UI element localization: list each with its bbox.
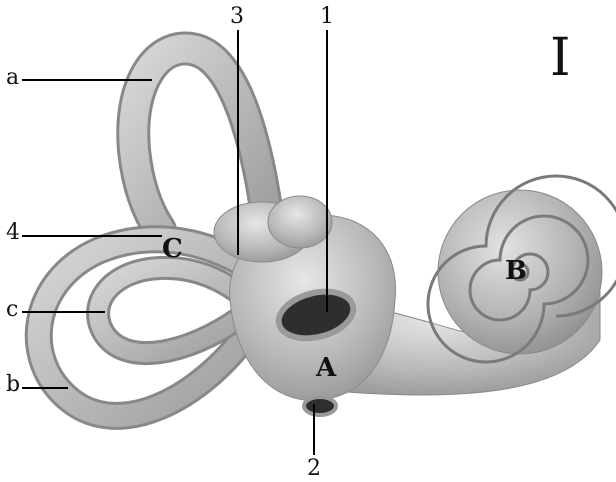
region-label-a: A	[316, 355, 336, 381]
round-window	[304, 397, 336, 415]
region-label-b: B	[505, 258, 527, 284]
region-label-c: C	[162, 236, 183, 262]
figure-numeral: I	[550, 32, 571, 84]
label-a: a	[6, 67, 19, 89]
label-1: 1	[320, 6, 334, 28]
label-b: b	[6, 374, 20, 396]
label-3: 3	[230, 6, 244, 28]
label-4: 4	[6, 222, 20, 244]
label-c: c	[6, 299, 18, 321]
label-2: 2	[307, 458, 321, 480]
